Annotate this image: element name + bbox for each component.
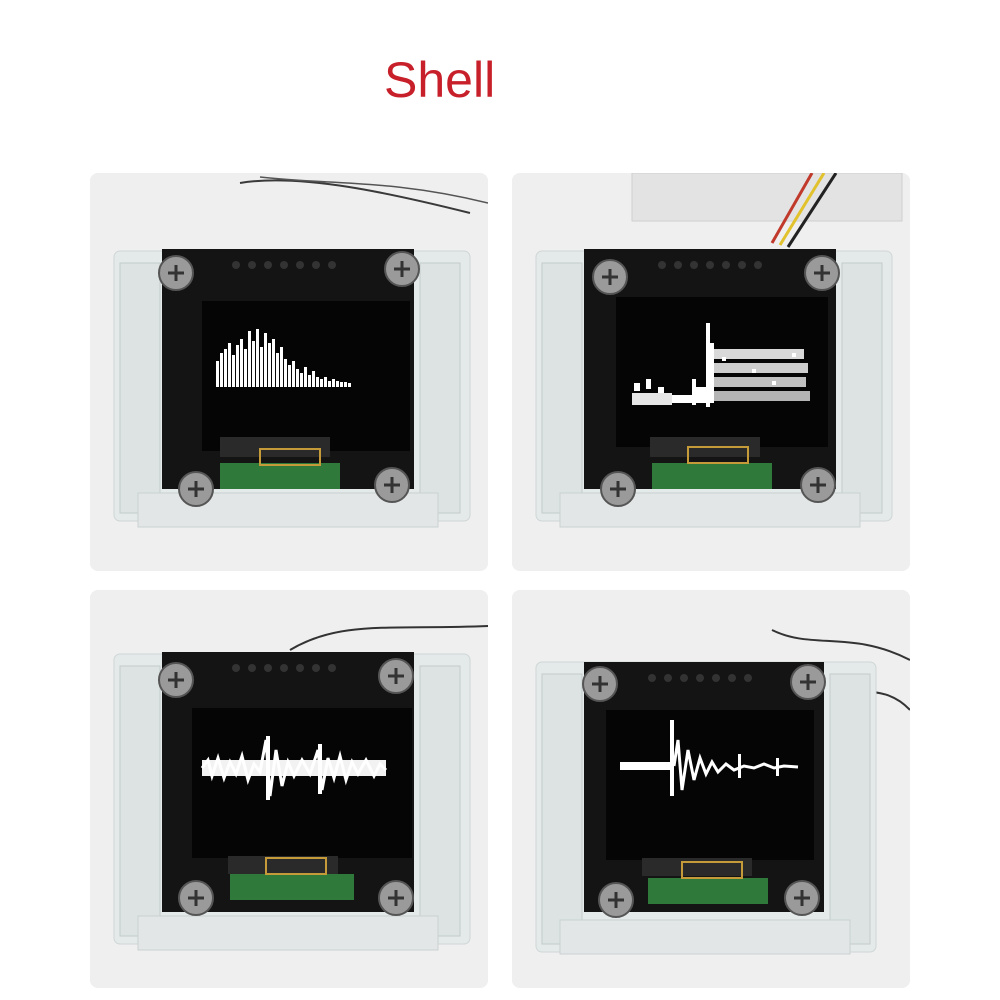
- screw-icon: [582, 664, 826, 918]
- photo-waveform: [90, 590, 488, 988]
- screw-icon: [158, 251, 420, 507]
- oled-spectrum-dots: [632, 323, 810, 407]
- oled-waveform-decay: [620, 720, 799, 796]
- oled-shell-device: [90, 590, 488, 988]
- photo-waveform-decay: [512, 590, 910, 988]
- screw-icon: [592, 255, 840, 507]
- photo-spectrum-bars: [90, 173, 488, 571]
- oled-shell-device: [90, 173, 488, 571]
- oled-spectrum-bars: [216, 329, 351, 387]
- oled-shell-device: [512, 173, 910, 571]
- photo-spectrum-dots: [512, 173, 910, 571]
- page-title: Shell: [384, 52, 496, 108]
- screw-icon: [158, 658, 414, 916]
- oled-shell-device: [512, 590, 910, 988]
- oled-waveform: [200, 736, 388, 800]
